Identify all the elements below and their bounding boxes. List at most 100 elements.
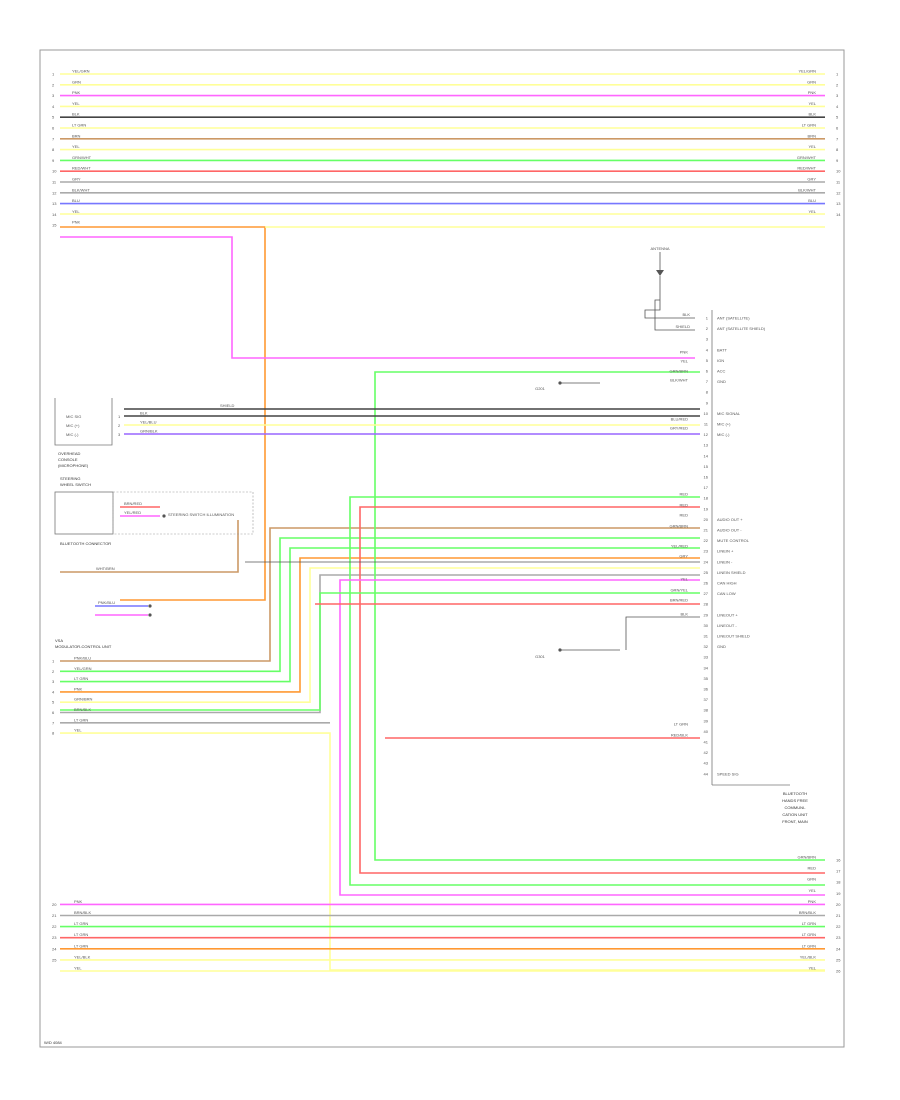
top-wire-label-left: GRY xyxy=(72,177,81,182)
bottom-wire-pin-left: 23 xyxy=(52,935,57,940)
bottom-wire-label-right: YEL/BLK xyxy=(800,954,817,959)
module-wire-label: YEL xyxy=(680,577,688,582)
mic-console-box xyxy=(54,398,113,446)
module-pin-number: 27 xyxy=(704,591,709,596)
steering-switch-title: STEERING xyxy=(60,476,80,481)
top-wire-label-right: RED/WHT xyxy=(797,166,816,171)
module-pin-name: LINEIN + xyxy=(717,549,734,554)
top-wire-pin-right: 7 xyxy=(836,136,839,141)
bottom-wire-label-left: YEL xyxy=(74,966,82,971)
module-pin-number: 12 xyxy=(704,432,709,437)
module-pin-number: 7 xyxy=(706,379,709,384)
top-wire-pin-left: 5 xyxy=(52,115,55,120)
module-pin-name: GND xyxy=(717,644,726,649)
bottom-wire-pin-left: 20 xyxy=(52,902,57,907)
top-wire-label-left: LT GRN xyxy=(72,123,86,128)
left-lower-wire-8 xyxy=(60,732,825,971)
module-pin-number: 28 xyxy=(704,602,709,607)
module-pin-number: 18 xyxy=(704,496,709,501)
ground-junction-icon xyxy=(558,381,562,385)
mic-console-title: OVERHEAD xyxy=(58,451,81,456)
bottom-wire-label-right: LT GRN xyxy=(802,921,816,926)
bottom-wire-label-left: LT GRN xyxy=(74,921,88,926)
top-wire-label-right: GRN/WHT xyxy=(797,155,817,160)
left-lower-wire-label: PNK/BLU xyxy=(74,656,91,661)
module-wire-label: BLU/RED xyxy=(671,417,688,422)
footer-code: W/D 4084 xyxy=(44,1040,63,1045)
top-wire-label-right: BRN xyxy=(808,133,817,138)
left-lower-pin: 2 xyxy=(52,669,55,674)
steering-switch-dash xyxy=(112,491,254,535)
top-wire-label-right: BLK/WHT xyxy=(798,187,816,192)
wire-green-lineout xyxy=(60,592,700,711)
module-pin-number: 44 xyxy=(704,771,709,776)
top-wire-pin-right: 9 xyxy=(836,158,839,163)
components-layer xyxy=(54,252,790,786)
bottom-wire-pin-right: 25 xyxy=(836,957,841,962)
module-pin-number: 21 xyxy=(704,528,709,533)
module-name: HANDS FREE xyxy=(782,798,808,803)
module-pin-name: ANT (SATELLITE SHIELD) xyxy=(717,326,766,331)
top-wire-pin-left: 2 xyxy=(52,82,55,87)
bottom-wire-pin-right: 16 xyxy=(836,858,841,863)
bottom-wire-pin-left: 21 xyxy=(52,913,57,918)
module-pin-number: 22 xyxy=(704,538,709,543)
wires-layer xyxy=(60,73,825,972)
module-wire-label: RED xyxy=(680,492,689,497)
top-wire-pin-left: 4 xyxy=(52,104,55,109)
left-lower-wire-5 xyxy=(60,567,700,704)
module-pin-number: 4 xyxy=(706,347,709,352)
top-wire-pin-left: 12 xyxy=(52,190,57,195)
module-pin-number: 31 xyxy=(704,634,709,639)
steering-switch-note: STEERING SWITCH ILLUMINATION xyxy=(168,512,234,517)
mic-wire-label: BLK xyxy=(140,411,148,416)
top-wire-pin-left: 10 xyxy=(52,169,57,174)
top-wire-pin-right: 12 xyxy=(836,190,841,195)
top-wire-label-left: BLU xyxy=(72,198,80,203)
module-pin-name: LINEOUT - xyxy=(717,623,737,628)
left-lower-wire-label: YEL/GRN xyxy=(74,666,92,671)
module-pin-number: 11 xyxy=(704,422,709,427)
top-wire-label-left: RED/WHT xyxy=(72,166,91,171)
bottom-wire-pin-right: 18 xyxy=(836,880,841,885)
bottom-wire-label-right: YEL xyxy=(808,966,816,971)
module-pin-name: BATT xyxy=(717,347,727,352)
left-lower-wire-label: LT GRN xyxy=(74,676,88,681)
module-pin-number: 42 xyxy=(704,750,709,755)
module-pin-name: MUTE CONTROL xyxy=(717,538,750,543)
top-wire-pin-left: 11 xyxy=(52,180,57,185)
module-pin-number: 6 xyxy=(706,369,709,374)
mic-wire-label: GRN/BLK xyxy=(140,429,158,434)
module-wire-label: BLK/WHT xyxy=(670,378,688,383)
module-wire-label: GRN/BRN xyxy=(670,524,689,529)
module-pin-name: GND xyxy=(717,379,726,384)
bottom-wire-pin-left: 25 xyxy=(52,957,57,962)
module-pin-name: AUDIO OUT - xyxy=(717,528,742,533)
top-wire-label-left: PNK xyxy=(72,220,81,225)
top-wire-label-right: YEL xyxy=(808,209,816,214)
top-wire-label-left: GRN/WHT xyxy=(72,155,92,160)
top-wire-pin-right: 4 xyxy=(836,104,839,109)
module-pin-number: 8 xyxy=(706,390,709,395)
module-pin-name: MIC (+) xyxy=(717,422,731,427)
left-lower-wire-2 xyxy=(60,537,700,673)
ground-label: G201 xyxy=(535,386,546,391)
top-wire-label-left: YEL xyxy=(72,144,80,149)
module-pin-number: 35 xyxy=(704,676,709,681)
mic-console-title: CONSOLE xyxy=(58,457,78,462)
bottom-wire-label-left: PNK xyxy=(74,899,83,904)
wire-pink-lineout xyxy=(339,579,825,896)
top-wire-label-left: BLK/WHT xyxy=(72,187,90,192)
module-pin-number: 17 xyxy=(704,485,709,490)
module-wire-label: RED xyxy=(680,503,689,508)
module-name: BLUETOOTH xyxy=(783,791,807,796)
module-wire-label: GRY/RED xyxy=(670,426,688,431)
module-pin-name: CAN LOW xyxy=(717,591,736,596)
left-lower-pin: 3 xyxy=(52,679,55,684)
module-pin-name: MIC SIGNAL xyxy=(717,411,741,416)
module-wire-label: YEL/RED xyxy=(671,544,688,549)
mic-shield-label: SHIELD xyxy=(220,403,235,408)
module-pin-number: 30 xyxy=(704,623,709,628)
module-pin-number: 16 xyxy=(704,475,709,480)
bottom-wire-pin-right: 24 xyxy=(836,946,841,951)
